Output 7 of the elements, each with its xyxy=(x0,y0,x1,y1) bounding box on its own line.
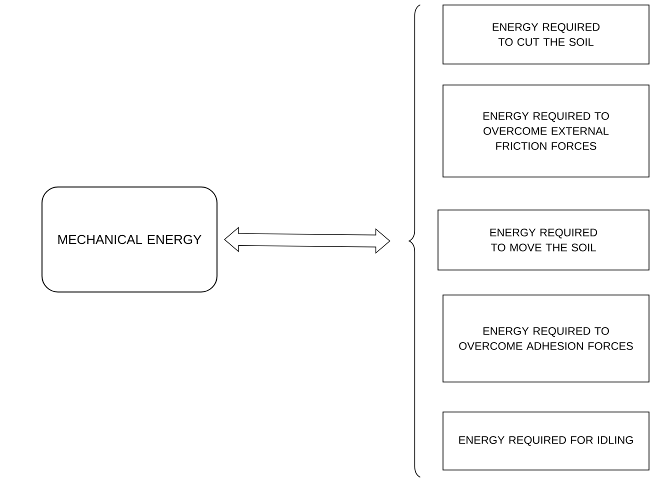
brace xyxy=(408,4,421,478)
energy-item-box: ENERGY REQUIRED TO OVERCOME ADHESION FORCES xyxy=(442,294,650,382)
energy-item-box: ENERGY REQUIRED TO MOVE THE SOIL xyxy=(438,210,650,270)
energy-item-box: ENERGY REQUIRED FOR IDLING xyxy=(442,412,650,470)
energy-box: MECHANICAL ENERGY xyxy=(42,186,218,292)
energy-item-box: ENERGY REQUIRED TO CUT THE SOIL xyxy=(442,4,650,64)
energy-item-box: ENERGY REQUIRED TO OVERCOME EXTERNAL FRICTION FORCES xyxy=(442,84,650,178)
